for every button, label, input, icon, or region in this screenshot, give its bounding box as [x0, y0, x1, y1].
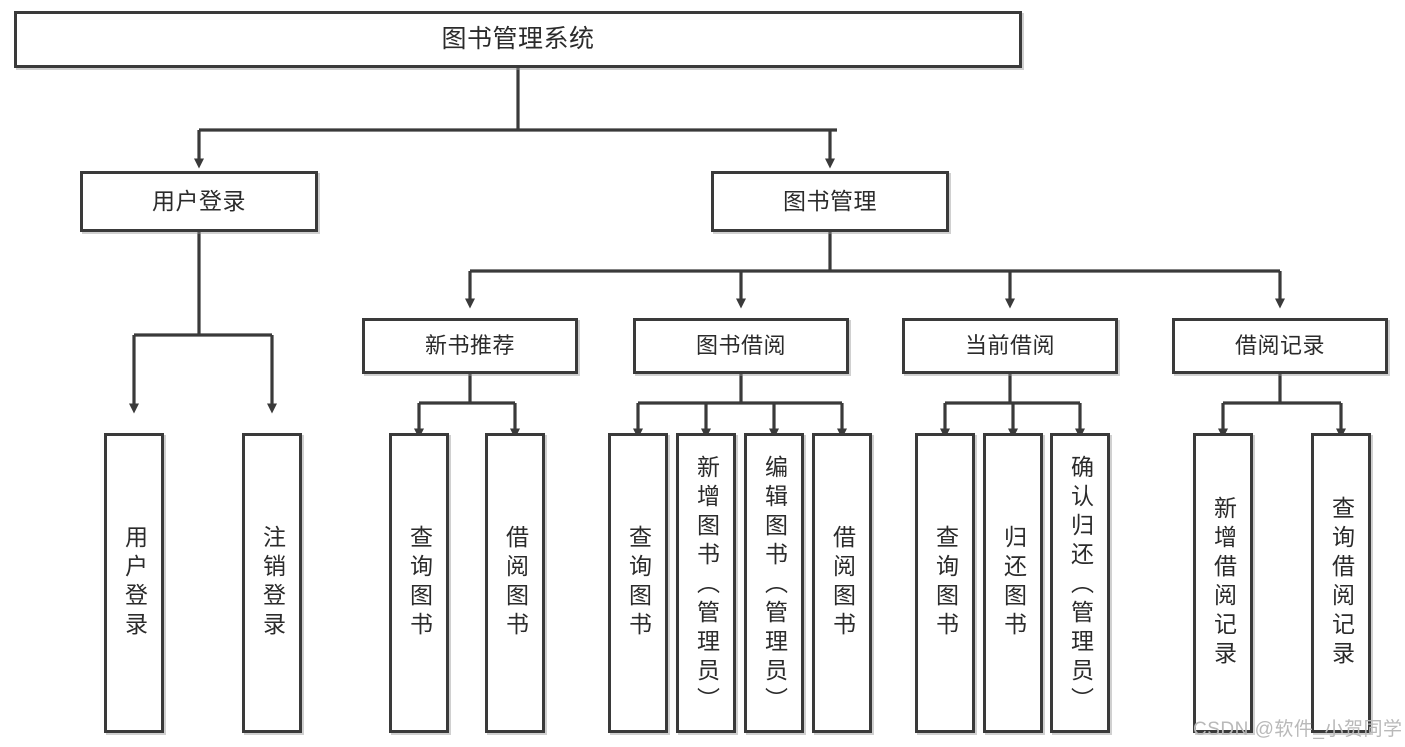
leaf-user-login[interactable]: 用户登录 [104, 433, 164, 733]
node-label: 注销登录 [259, 525, 286, 641]
node-label: 归还图书 [1000, 525, 1027, 641]
leaf-user-logout[interactable]: 注销登录 [242, 433, 302, 733]
leaf-current-confirm-return-admin[interactable]: 确认归还（管理员） [1050, 433, 1110, 733]
node-label: 用户登录 [152, 187, 246, 214]
node-label: 新书推荐 [424, 333, 515, 359]
node-new-book-recommend[interactable]: 新书推荐 [362, 318, 578, 374]
leaf-recommend-query-book[interactable]: 查询图书 [389, 433, 449, 733]
node-label: 查询图书 [625, 525, 652, 641]
node-label: 借阅记录 [1234, 333, 1325, 359]
node-label: 用户登录 [121, 525, 148, 641]
watermark-text: CSDN @软件_小贺同学 [1193, 719, 1403, 740]
node-label: 查询图书 [406, 525, 433, 641]
leaf-borrow-edit-book-admin[interactable]: 编辑图书（管理员） [744, 433, 804, 733]
leaf-borrow-query-book[interactable]: 查询图书 [608, 433, 668, 733]
leaf-borrow-add-book-admin[interactable]: 新增图书（管理员） [676, 433, 736, 733]
leaf-current-query-book[interactable]: 查询图书 [915, 433, 975, 733]
node-label: 查询借阅记录 [1328, 496, 1355, 670]
node-label: 借阅图书 [502, 525, 529, 641]
leaf-borrow-borrow-book[interactable]: 借阅图书 [812, 433, 872, 733]
node-root-system[interactable]: 图书管理系统 [14, 11, 1022, 68]
node-borrow-records[interactable]: 借阅记录 [1172, 318, 1388, 374]
leaf-records-query-record[interactable]: 查询借阅记录 [1311, 433, 1371, 733]
node-label: 确认归还（管理员） [1067, 454, 1094, 716]
node-label: 新增图书（管理员） [693, 454, 720, 716]
node-label: 图书借阅 [695, 333, 786, 359]
node-book-borrow[interactable]: 图书借阅 [633, 318, 849, 374]
leaf-records-add-record[interactable]: 新增借阅记录 [1193, 433, 1253, 733]
node-label: 新增借阅记录 [1210, 496, 1237, 670]
leaf-current-return-book[interactable]: 归还图书 [983, 433, 1043, 733]
node-label: 查询图书 [932, 525, 959, 641]
leaf-recommend-borrow-book[interactable]: 借阅图书 [485, 433, 545, 733]
node-book-management[interactable]: 图书管理 [711, 171, 949, 232]
node-label: 编辑图书（管理员） [761, 454, 788, 716]
node-user-login[interactable]: 用户登录 [80, 171, 318, 232]
node-current-borrow[interactable]: 当前借阅 [902, 318, 1118, 374]
node-label: 当前借阅 [964, 333, 1055, 359]
node-label: 图书管理系统 [441, 24, 595, 53]
node-label: 图书管理 [783, 187, 877, 214]
node-label: 借阅图书 [829, 525, 856, 641]
